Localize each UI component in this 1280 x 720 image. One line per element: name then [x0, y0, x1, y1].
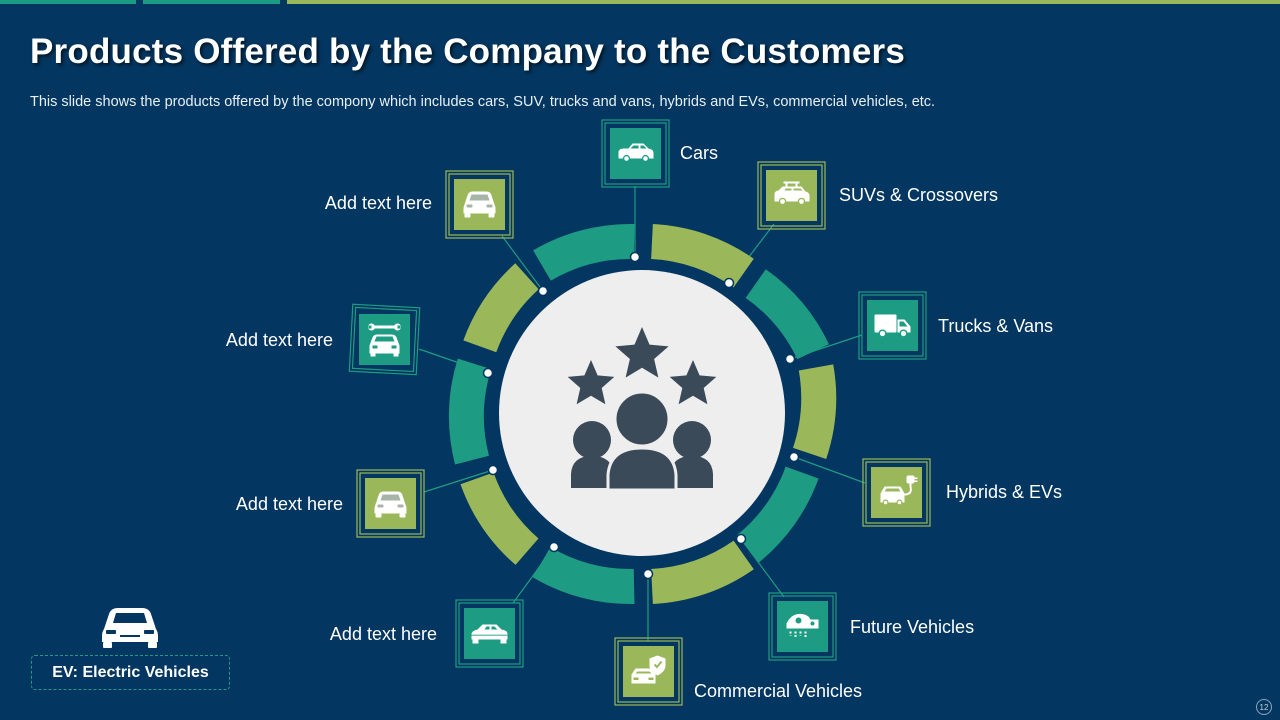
product-tile-trucks: [858, 291, 927, 360]
top-accent-bar-2: [143, 0, 280, 4]
product-tile-add-2: [356, 469, 425, 538]
ring-segment-10: [463, 263, 540, 353]
top-accent-bar-3: [287, 0, 1280, 4]
slide-title: Products Offered by the Company to the C…: [30, 32, 905, 71]
people-with-stars-icon: [567, 327, 717, 492]
product-tile-add-3: [348, 303, 421, 376]
ring-segment-8: [460, 472, 539, 565]
product-label-add-3: Add text here: [225, 330, 333, 350]
car-repair-wrench-icon: [368, 323, 401, 357]
ring-segments: [448, 223, 837, 605]
product-label-add-1: Add text here: [329, 624, 437, 644]
ring-segment-7: [532, 546, 635, 605]
product-label-suvs: SUVs & Crossovers: [839, 185, 999, 205]
slide-subtitle: This slide shows the products offered by…: [30, 94, 936, 110]
product-label-add-4: Add text here: [324, 193, 432, 213]
product-tile-cars: [601, 119, 670, 188]
product-label-add-2: Add text here: [235, 494, 343, 514]
ring-segment-9: [448, 358, 492, 465]
product-label-hybrids: Hybrids & EVs: [946, 482, 1063, 502]
ring-segment-6: [650, 540, 754, 604]
top-accent-bar-1: [0, 0, 136, 4]
ring-segment-2: [650, 224, 754, 288]
product-tile-add-4: [445, 170, 514, 239]
ring-segment-3: [745, 269, 829, 360]
product-tile-add-1: [455, 599, 524, 668]
product-tile-hybrids: [862, 458, 931, 527]
product-label-cars: Cars: [680, 143, 719, 163]
ev-legend-box: EV: Electric Vehicles: [31, 655, 230, 690]
product-label-trucks: Trucks & Vans: [938, 316, 1054, 336]
ring-segment-5: [736, 466, 819, 563]
connector-dots: [482, 251, 800, 580]
product-tile-suvs: [757, 161, 826, 230]
product-label-future: Future Vehicles: [850, 617, 975, 637]
ring-segment-1: [533, 223, 635, 281]
product-tile-commercial: [614, 637, 683, 706]
page-number: 12: [1256, 699, 1272, 715]
ring-segment-4: [792, 364, 837, 459]
car-front-icon: [102, 608, 158, 648]
product-label-commercial: Commercial Vehicles: [694, 681, 863, 701]
product-tile-future: [768, 592, 837, 661]
